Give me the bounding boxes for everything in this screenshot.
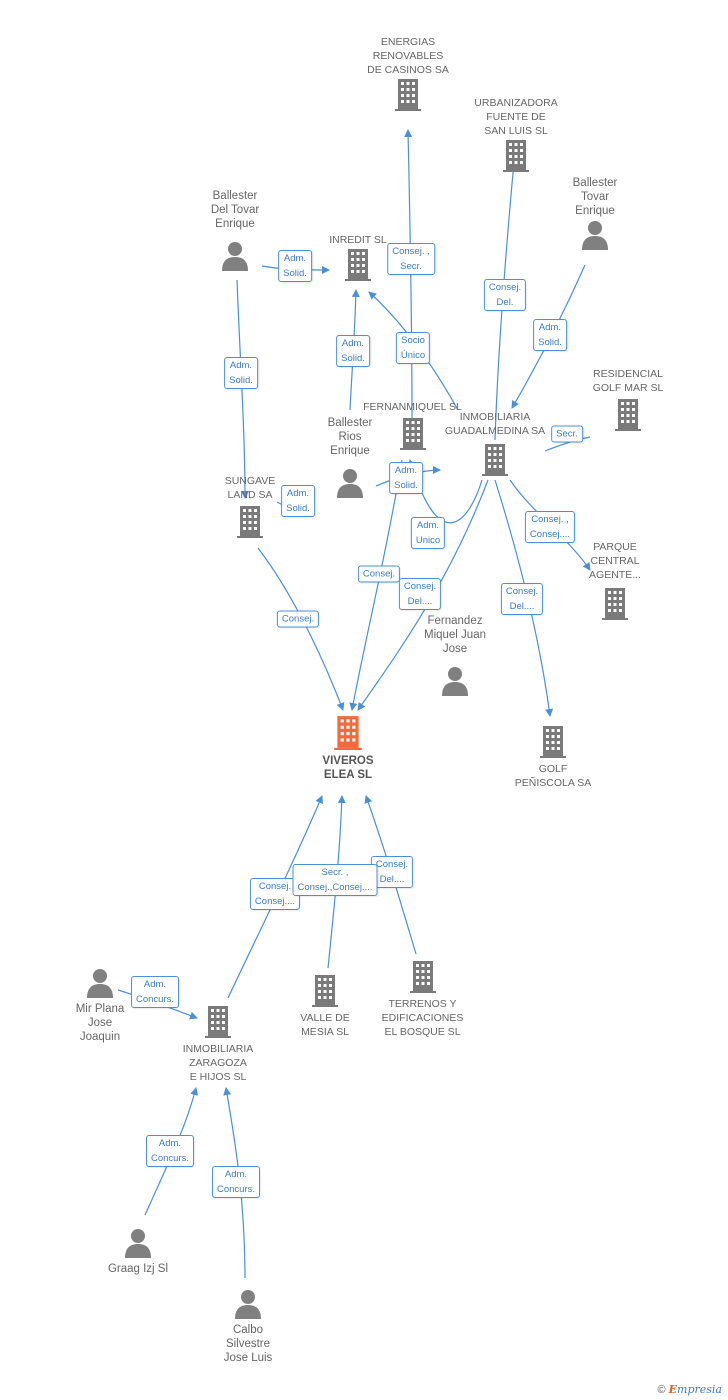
node-mir-plana[interactable]: Mir Plana Jose Joaquin [62,968,138,1044]
relation-label[interactable]: Consej. Del.... [398,578,442,610]
node-graag-izj[interactable]: Graag Izj Sl [98,1228,178,1276]
relation-label[interactable]: Consej. , Secr. [387,243,435,275]
building-icon [398,416,428,454]
node-label: FERNANMIQUEL SL [363,401,462,413]
relation-label[interactable]: Adm. Unico [410,517,446,549]
node-ballester-rios[interactable]: Ballester Rios Enrique [310,416,390,502]
person-icon [85,968,115,1002]
node-fernandez-miquel[interactable]: Fernandez Miquel Juan Jose [410,614,500,700]
empresia-watermark: © Empresia [657,1383,722,1396]
node-label: URBANIZADORA FUENTE DE SAN LUIS SL [474,97,558,137]
node-label: INREDIT SL [329,234,387,246]
node-label: VALLE DE MESIA SL [300,1012,350,1038]
building-icon [310,973,340,1011]
node-label: Graag Izj Sl [107,1263,169,1275]
node-guadalmedina[interactable]: INMOBILIARIA GUADALMEDINA SA [440,410,550,480]
node-terrenos-edificaciones[interactable]: TERRENOS Y EDIFICACIONES EL BOSQUE SL [370,959,475,1039]
node-label: TERRENOS Y EDIFICACIONES EL BOSQUE SL [381,998,464,1038]
relation-label[interactable]: Secr. [551,425,583,443]
node-label: ENERGIAS RENOVABLES DE CASINOS SA [367,36,449,76]
building-icon [393,77,423,115]
edge-sungave-viveros [257,547,345,711]
building-icon [600,586,630,624]
node-golf-peniscola[interactable]: GOLF PEÑISCOLA SA [503,724,603,790]
relation-label[interactable]: Adm. Solid. [224,357,258,389]
building-icon [480,442,510,480]
person-icon [233,1289,263,1323]
node-viveros-elea[interactable]: VIVEROS ELEA SL [300,714,396,782]
node-label: Ballester Tovar Enrique [572,177,618,217]
edge-deltovar-sungave [236,279,249,499]
node-inredit[interactable]: INREDIT SL [308,233,408,285]
building-main-icon [332,714,364,754]
brand-name: mpresia [677,1383,722,1396]
node-label: Ballester Rios Enrique [327,417,373,457]
node-label: SUNGAVE LAND SA [224,475,276,501]
relation-label[interactable]: Adm. Concurs. [130,976,180,1008]
relation-label[interactable]: Socio Único [395,332,431,364]
relation-label[interactable]: Adm. Concurs. [145,1135,195,1167]
relation-label[interactable]: Consej. Del.... [500,583,544,615]
edge-fernanmiquel-viveros [349,459,403,711]
relation-label[interactable]: Consej. [357,565,401,583]
person-icon [580,220,610,254]
edge-guadalmedina-residencial [544,436,591,452]
node-label: Calbo Silvestre Jose Luis [223,1324,273,1364]
relation-label[interactable]: Consej. [276,610,320,628]
node-label: RESIDENCIAL GOLF MAR SL [592,368,664,394]
node-sungave-land[interactable]: SUNGAVE LAND SA [205,474,295,542]
node-label: Mir Plana Jose Joaquin [75,1003,125,1043]
node-ballester-tovar[interactable]: Ballester Tovar Enrique [555,176,635,254]
relation-label[interactable]: Consej. , Consej.... [524,511,576,543]
node-calbo-silvestre[interactable]: Calbo Silvestre Jose Luis [208,1289,288,1365]
relation-label[interactable]: Consej. Del. [483,279,527,311]
relation-label[interactable]: Adm. Solid. [336,335,370,367]
building-icon [613,397,643,435]
node-fernanmiquel[interactable]: FERNANMIQUEL SL [355,400,470,454]
building-icon [235,504,265,542]
relation-label[interactable]: Adm. Solid. [389,462,423,494]
person-icon [220,241,250,275]
relation-label[interactable]: Secr. , Consej.,Consej.... [292,864,378,896]
node-label: INMOBILIARIA GUADALMEDINA SA [444,411,546,437]
node-label: Ballester Del Tovar Enrique [210,190,260,230]
node-label: GOLF PEÑISCOLA SA [514,763,592,789]
building-icon [343,247,373,285]
person-icon [335,468,365,502]
building-icon [538,724,568,762]
node-ballester-del-tovar[interactable]: Ballester Del Tovar Enrique [195,189,275,275]
node-inmobiliaria-zaragoza[interactable]: INMOBILIARIA ZARAGOZA E HIJOS SL [168,1004,268,1084]
copyright-symbol: © [657,1384,666,1396]
building-icon [501,138,531,176]
brand-initial: E [668,1383,678,1396]
edge-fernanmiquel-energias [404,129,413,421]
node-label: PARQUE CENTRAL AGENTE... [589,541,641,581]
node-label: Fernandez Miquel Juan Jose [423,615,486,655]
building-icon [408,959,438,997]
node-urbanizadora[interactable]: URBANIZADORA FUENTE DE SAN LUIS SL [466,96,566,176]
person-icon [123,1228,153,1262]
relation-label[interactable]: Adm. Solid. [533,319,567,351]
relation-label[interactable]: Adm. Solid. [278,250,312,282]
building-icon [203,1004,233,1042]
node-parque-central[interactable]: PARQUE CENTRAL AGENTE... [575,540,655,624]
person-icon [440,666,470,700]
node-energias-renovables[interactable]: ENERGIAS RENOVABLES DE CASINOS SA [358,35,458,115]
node-label: VIVEROS ELEA SL [322,755,374,781]
node-label: INMOBILIARIA ZARAGOZA E HIJOS SL [182,1043,254,1083]
relation-label[interactable]: Adm. Solid. [281,485,315,517]
relation-label[interactable]: Adm. Concurs. [211,1166,261,1198]
node-residencial-golf-mar[interactable]: RESIDENCIAL GOLF MAR SL [578,367,678,435]
node-valle-de-mesia[interactable]: VALLE DE MESIA SL [285,973,365,1039]
